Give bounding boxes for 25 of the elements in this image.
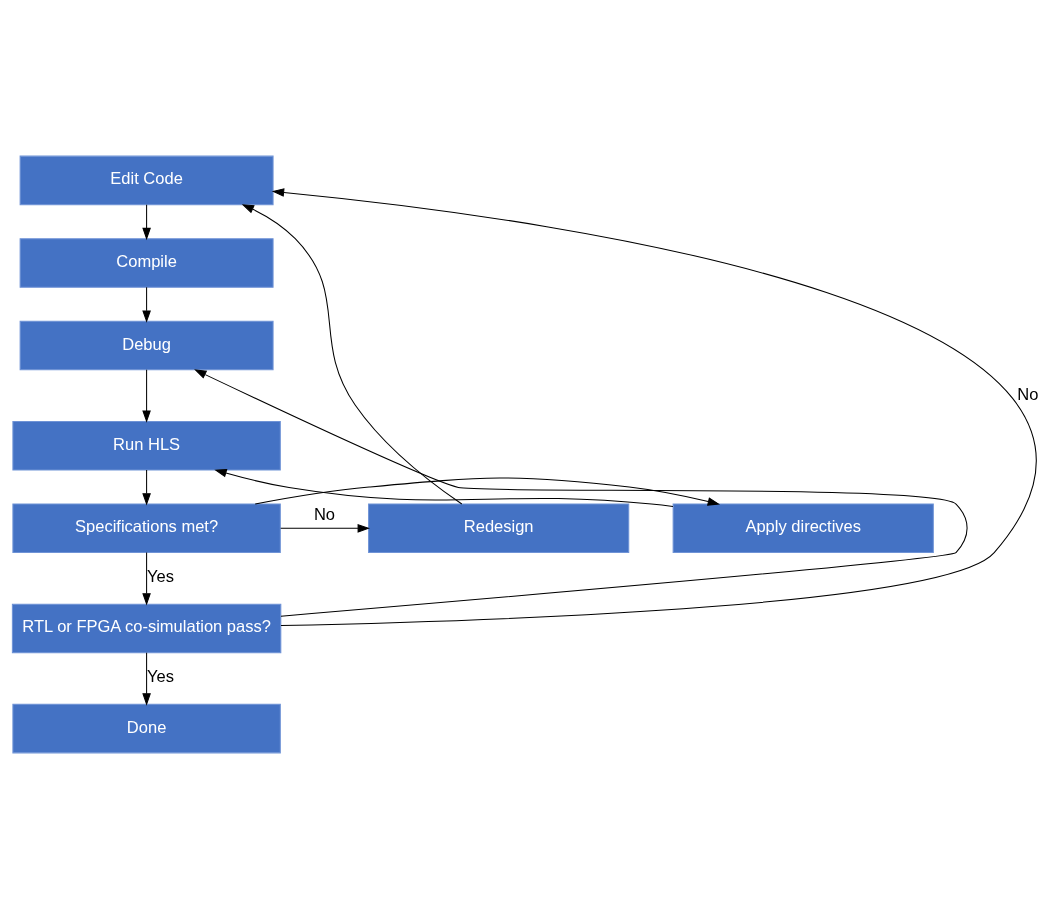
node-box: Run HLS xyxy=(12,420,281,470)
node-box: Specifications met? xyxy=(12,503,281,553)
arrow xyxy=(271,187,1036,626)
arrow xyxy=(142,286,151,323)
node-box: Done xyxy=(12,703,281,753)
arrow xyxy=(142,551,151,606)
node-box: RTL or FPGA co-simulation pass? xyxy=(11,603,282,653)
arrow xyxy=(142,203,151,240)
arrow xyxy=(142,368,151,423)
node-box: Debug xyxy=(19,320,274,370)
arrow xyxy=(280,523,370,533)
edge-label: No xyxy=(313,504,335,523)
arrow xyxy=(194,368,968,617)
arrow xyxy=(214,468,674,507)
edge-label: Yes xyxy=(147,566,174,585)
node-box: Edit Code xyxy=(19,155,274,205)
arrow xyxy=(254,477,721,506)
edge-label: Yes xyxy=(147,666,174,685)
node-box: Compile xyxy=(19,237,274,288)
node-box: Redesign xyxy=(368,503,630,553)
arrow xyxy=(142,469,151,506)
arrow xyxy=(241,203,463,505)
edge-label: No xyxy=(1017,384,1039,403)
arrow xyxy=(142,651,151,706)
node-box: Apply directives xyxy=(672,503,934,553)
